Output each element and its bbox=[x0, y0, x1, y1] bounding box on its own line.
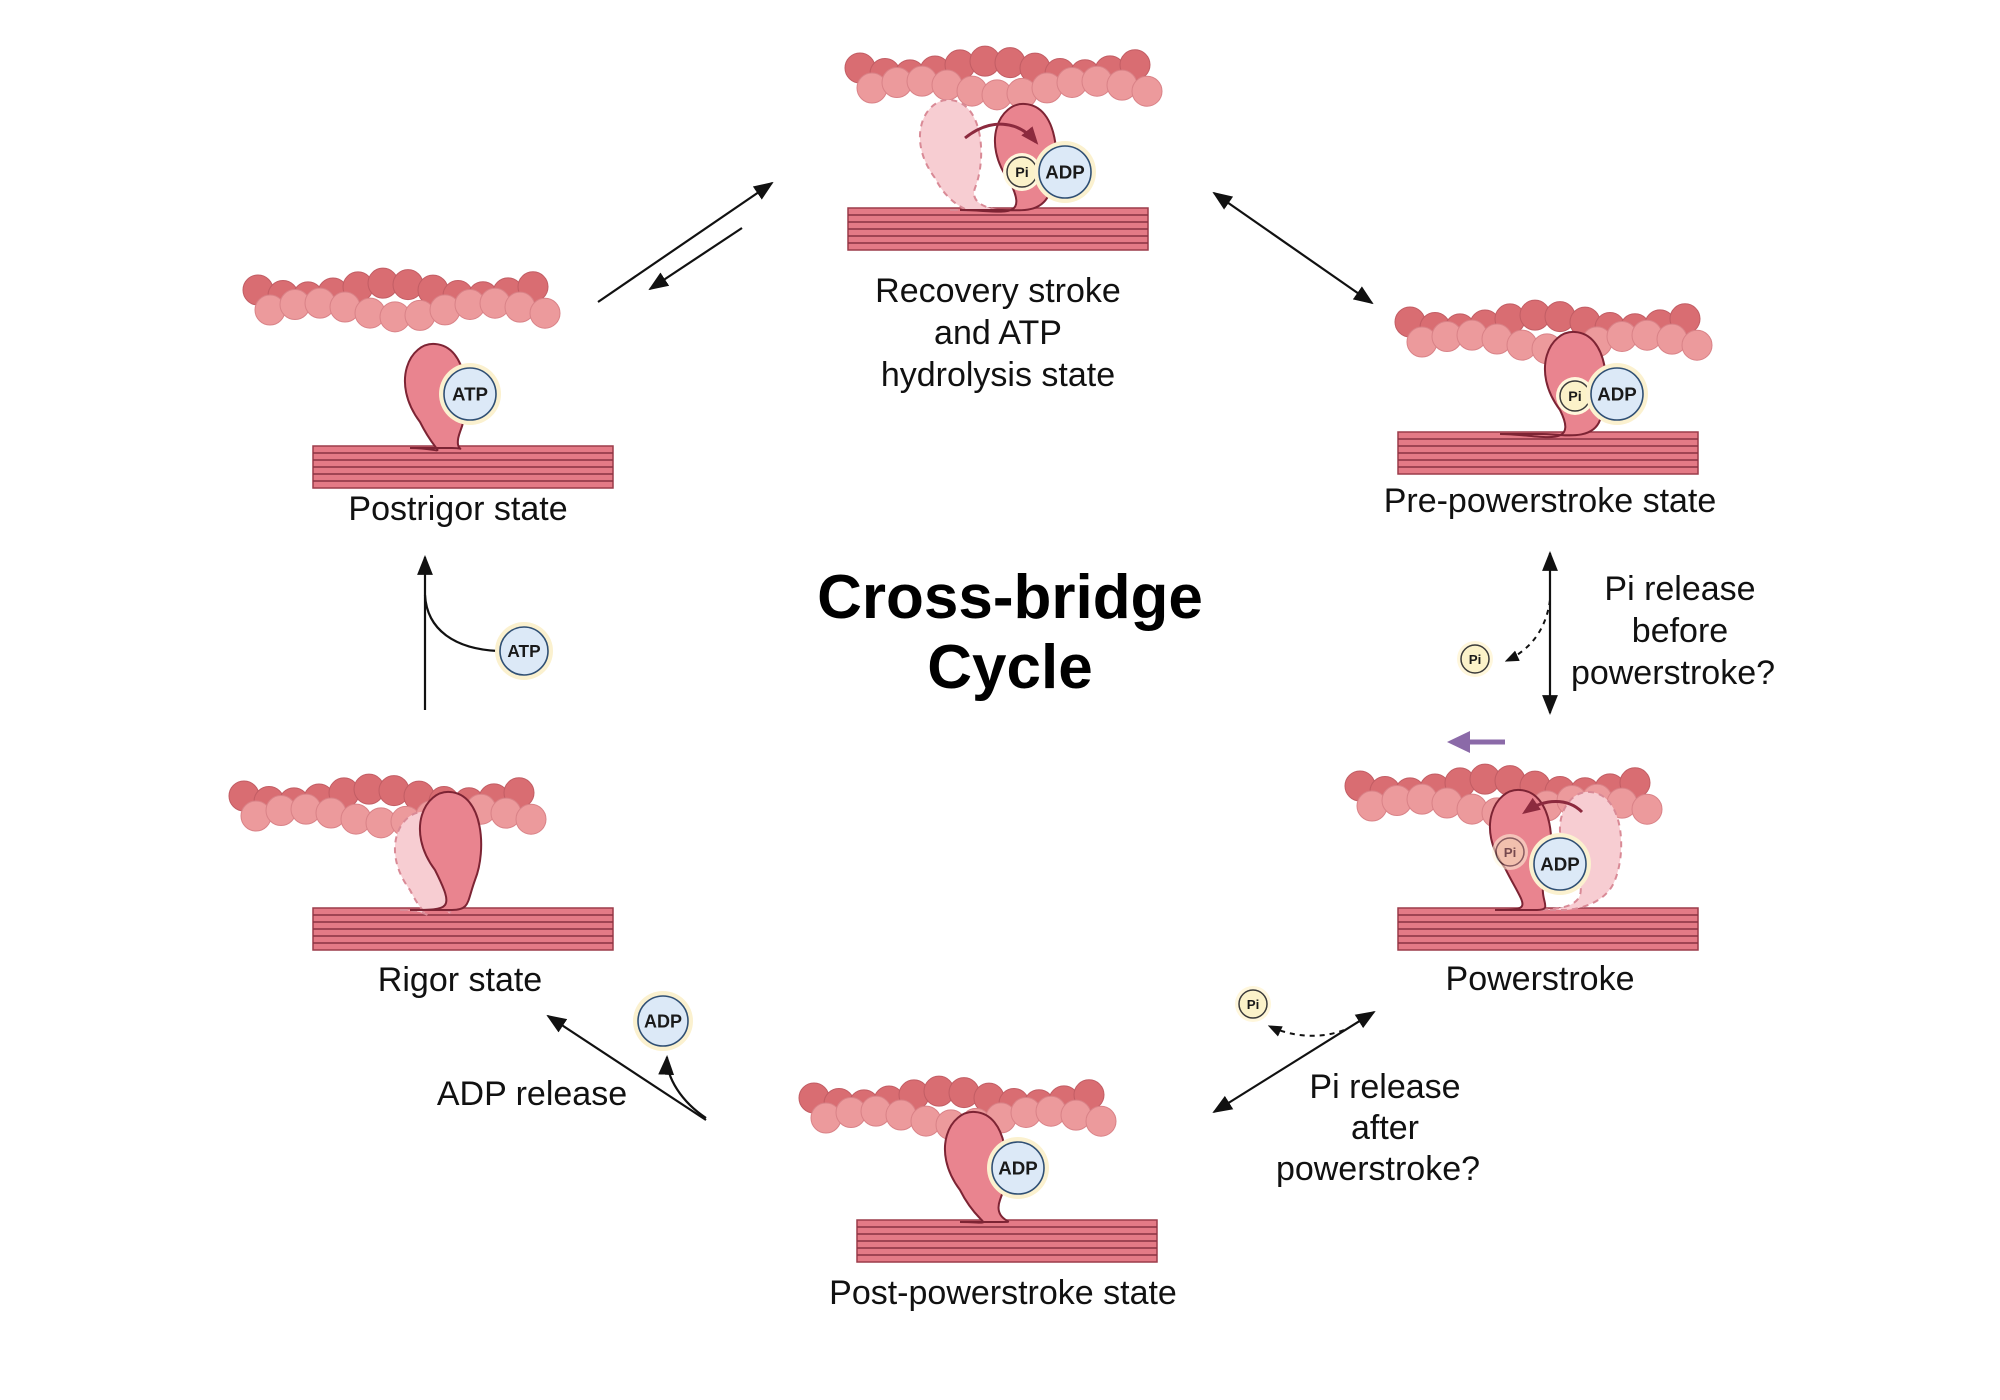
recovery-swing-arrow bbox=[964, 122, 1039, 145]
pre-powerstroke-panel: Pi ADP bbox=[1394, 299, 1713, 475]
actin-monomer bbox=[529, 297, 561, 329]
rigor-panel bbox=[228, 773, 614, 951]
pi-circle bbox=[1495, 837, 1525, 867]
pi-after-label-line3: powerstroke? bbox=[1276, 1150, 1480, 1188]
pi-before-release-arrow bbox=[1504, 599, 1551, 662]
atp-circle-group: ATP bbox=[495, 622, 553, 680]
adp-release-branch-arrow bbox=[658, 1055, 707, 1119]
myosin-thick-filament bbox=[1397, 907, 1699, 951]
actin-monomer bbox=[1131, 75, 1163, 107]
recovery-label-line3: hydrolysis state bbox=[881, 356, 1115, 394]
pi-before-label-line3: powerstroke? bbox=[1571, 654, 1775, 692]
pi-after-release-arrow bbox=[1267, 1025, 1345, 1037]
fading-pi: Pi bbox=[1492, 834, 1528, 870]
actin-filament bbox=[228, 773, 547, 839]
molecule-label: ADP bbox=[1540, 854, 1580, 875]
powerstroke-postpower-arrow bbox=[1212, 1010, 1376, 1114]
bound-adp: ADP bbox=[1034, 141, 1096, 203]
molecule-label: Pi bbox=[1469, 652, 1482, 667]
actin-filament bbox=[242, 267, 561, 333]
nucleotide-circle bbox=[499, 626, 549, 676]
actin-monomer bbox=[515, 803, 547, 835]
atp-binding-branch bbox=[423, 594, 499, 653]
molecule-label: ADP bbox=[1045, 162, 1085, 183]
bound-adp: ADP bbox=[987, 1137, 1049, 1199]
bound-pi: Pi bbox=[1003, 153, 1041, 191]
molecule-label: ADP bbox=[998, 1158, 1038, 1179]
actin-monomer bbox=[1631, 793, 1663, 825]
postrigor-panel: ATP bbox=[242, 267, 614, 489]
nucleotide-circle bbox=[1038, 145, 1092, 199]
recovery-stroke-panel: Pi ADP bbox=[844, 45, 1163, 251]
pi-after-label-line2: after bbox=[1351, 1109, 1419, 1147]
pi-circle bbox=[1460, 644, 1490, 674]
postpower-label: Post-powerstroke state bbox=[829, 1274, 1177, 1312]
pi-circle bbox=[1238, 989, 1268, 1019]
post-powerstroke-panel: ADP bbox=[798, 1075, 1158, 1263]
nucleotide-circle bbox=[1533, 837, 1587, 891]
molecule-label: Pi bbox=[1015, 165, 1028, 181]
myosin-thick-filament bbox=[1397, 431, 1699, 475]
rigor-label: Rigor state bbox=[378, 961, 542, 999]
recovery-label-line1: Recovery stroke bbox=[875, 272, 1121, 310]
nucleotide-circle bbox=[443, 367, 497, 421]
myosin-thick-filament bbox=[847, 207, 1149, 251]
actin-monomer bbox=[1681, 329, 1713, 361]
bound-atp: ATP bbox=[439, 363, 501, 425]
pi-circle-group: Pi bbox=[1457, 641, 1493, 677]
molecule-label: Pi bbox=[1568, 389, 1581, 405]
recovery-label-line2: and ATP bbox=[934, 314, 1062, 352]
molecule-label: ADP bbox=[644, 1011, 682, 1031]
myosin-thick-filament bbox=[312, 445, 614, 489]
bound-pi: Pi bbox=[1556, 377, 1594, 415]
postpower-to-rigor-arrow bbox=[546, 1014, 707, 1121]
molecule-label: ATP bbox=[507, 641, 540, 661]
free-adp-molecule: ADP bbox=[633, 991, 693, 1051]
recovery-prepower-arrow bbox=[1212, 191, 1374, 305]
postrigor-to-recovery-arrow bbox=[597, 181, 774, 303]
filament-motion-arrowhead bbox=[1447, 731, 1470, 753]
adp-release-label: ADP release bbox=[437, 1075, 627, 1113]
adp-circle-group: ADP bbox=[633, 991, 693, 1051]
postrigor-label: Postrigor state bbox=[348, 490, 567, 528]
prepower-label: Pre-powerstroke state bbox=[1384, 482, 1717, 520]
powerstroke-swing-arrow bbox=[1522, 797, 1584, 815]
myosin-head bbox=[943, 1110, 1010, 1224]
recovery-to-postrigor-arrow bbox=[648, 227, 743, 291]
released-pi-after-molecule: Pi bbox=[1235, 986, 1271, 1022]
actin-filament bbox=[844, 45, 1163, 111]
powerstroke-label: Powerstroke bbox=[1446, 960, 1635, 998]
myosin-thick-filament bbox=[312, 907, 614, 951]
bound-adp: ADP bbox=[1586, 363, 1648, 425]
actin-monomer bbox=[1085, 1105, 1117, 1137]
molecule-label: Pi bbox=[1504, 845, 1517, 860]
pi-circle-group: Pi bbox=[1235, 986, 1271, 1022]
diagram-title-line2: Cycle bbox=[927, 633, 1092, 702]
nucleotide-circle bbox=[991, 1141, 1045, 1195]
pi-before-label-line1: Pi release bbox=[1604, 570, 1755, 608]
myosin-head-ghost bbox=[918, 98, 998, 212]
free-atp-molecule: ATP bbox=[495, 622, 553, 680]
molecule-label: ADP bbox=[1597, 384, 1637, 405]
nucleotide-circle bbox=[637, 995, 689, 1047]
molecule-label: Pi bbox=[1247, 997, 1260, 1012]
nucleotide-circle bbox=[1590, 367, 1644, 421]
myosin-head bbox=[409, 790, 483, 911]
diagram-title-line1: Cross-bridge bbox=[817, 563, 1203, 632]
released-pi-before-molecule: Pi bbox=[1457, 641, 1493, 677]
pi-before-label-line2: before bbox=[1632, 612, 1728, 650]
myosin-thick-filament bbox=[856, 1219, 1158, 1263]
pi-after-label-line1: Pi release bbox=[1309, 1068, 1460, 1106]
molecule-label: ATP bbox=[452, 384, 488, 405]
bound-adp: ADP bbox=[1529, 833, 1591, 895]
